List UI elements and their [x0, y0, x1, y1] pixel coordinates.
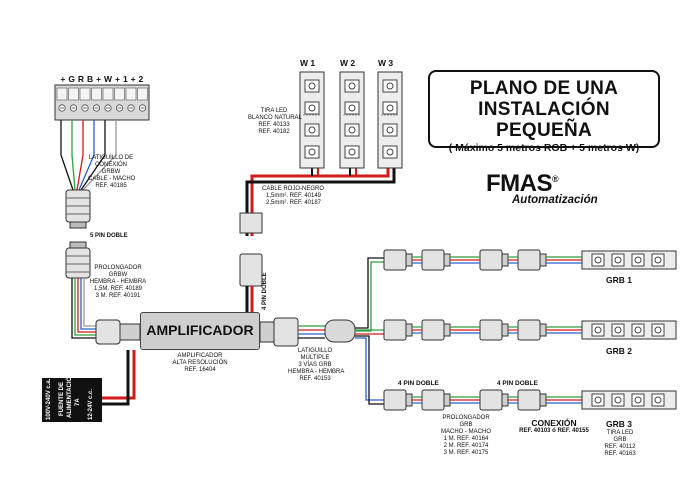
brand-subtitle: Automatización [512, 194, 598, 206]
conexion-label: CONEXIÓN REF. 40103 ó REF. 40155 [519, 418, 589, 434]
pin4-doble-b-label: 4 PIN DOBLE [497, 380, 538, 387]
amp-input-connector [95, 319, 141, 345]
pin5-doble-label: 5 PIN DOBLE [90, 233, 128, 239]
terminal-pins-label: + G R B + W + 1 + 2 [60, 74, 144, 84]
grb-chain-3 [383, 389, 677, 411]
w-strip-3 [377, 71, 403, 169]
w-strip-1 [299, 71, 325, 169]
grb1-label: GRB 1 [606, 275, 632, 285]
amp-output [259, 317, 356, 347]
brand-name: FMAS® [486, 170, 559, 197]
title-line-3: ( Máximo 5 metros RGB + 5 metros W) [448, 142, 640, 154]
power-supply [42, 378, 102, 422]
prolongador-grbw-connector [65, 241, 91, 279]
grb-chains [383, 249, 677, 411]
latiguillo-conexion-connector [65, 189, 91, 229]
amp-power-connector [239, 168, 396, 312]
w-strips [299, 71, 403, 169]
grb-chain-1 [383, 249, 677, 271]
amplificador-box: AMPLIFICADOR [140, 312, 260, 350]
grb2-label: GRB 2 [606, 346, 632, 356]
grb-chain-2 [383, 319, 677, 341]
pin4-doble-vertical-label: 4 PIN DOBLE [262, 272, 268, 310]
title-line-2: INSTALACIÓN PEQUEÑA [478, 99, 610, 141]
w-strip-2 [339, 71, 365, 169]
w-strip-wires [311, 168, 357, 176]
terminal-wires [60, 120, 117, 191]
w3-label: W 3 [378, 58, 394, 68]
title-box: PLANO DE UNA INSTALACIÓN PEQUEÑA ( Máxim… [428, 70, 660, 154]
grb3-label: GRB 3 [606, 419, 632, 429]
terminal-block [54, 84, 150, 121]
title-line-1: PLANO DE UNA [469, 78, 619, 99]
splitter-branches [355, 257, 384, 405]
power-wires [102, 350, 136, 406]
w1-label: W 1 [300, 58, 316, 68]
pin4-doble-a-label: 4 PIN DOBLE [398, 380, 439, 387]
w2-label: W 2 [340, 58, 356, 68]
prolongador-wires [71, 278, 96, 339]
